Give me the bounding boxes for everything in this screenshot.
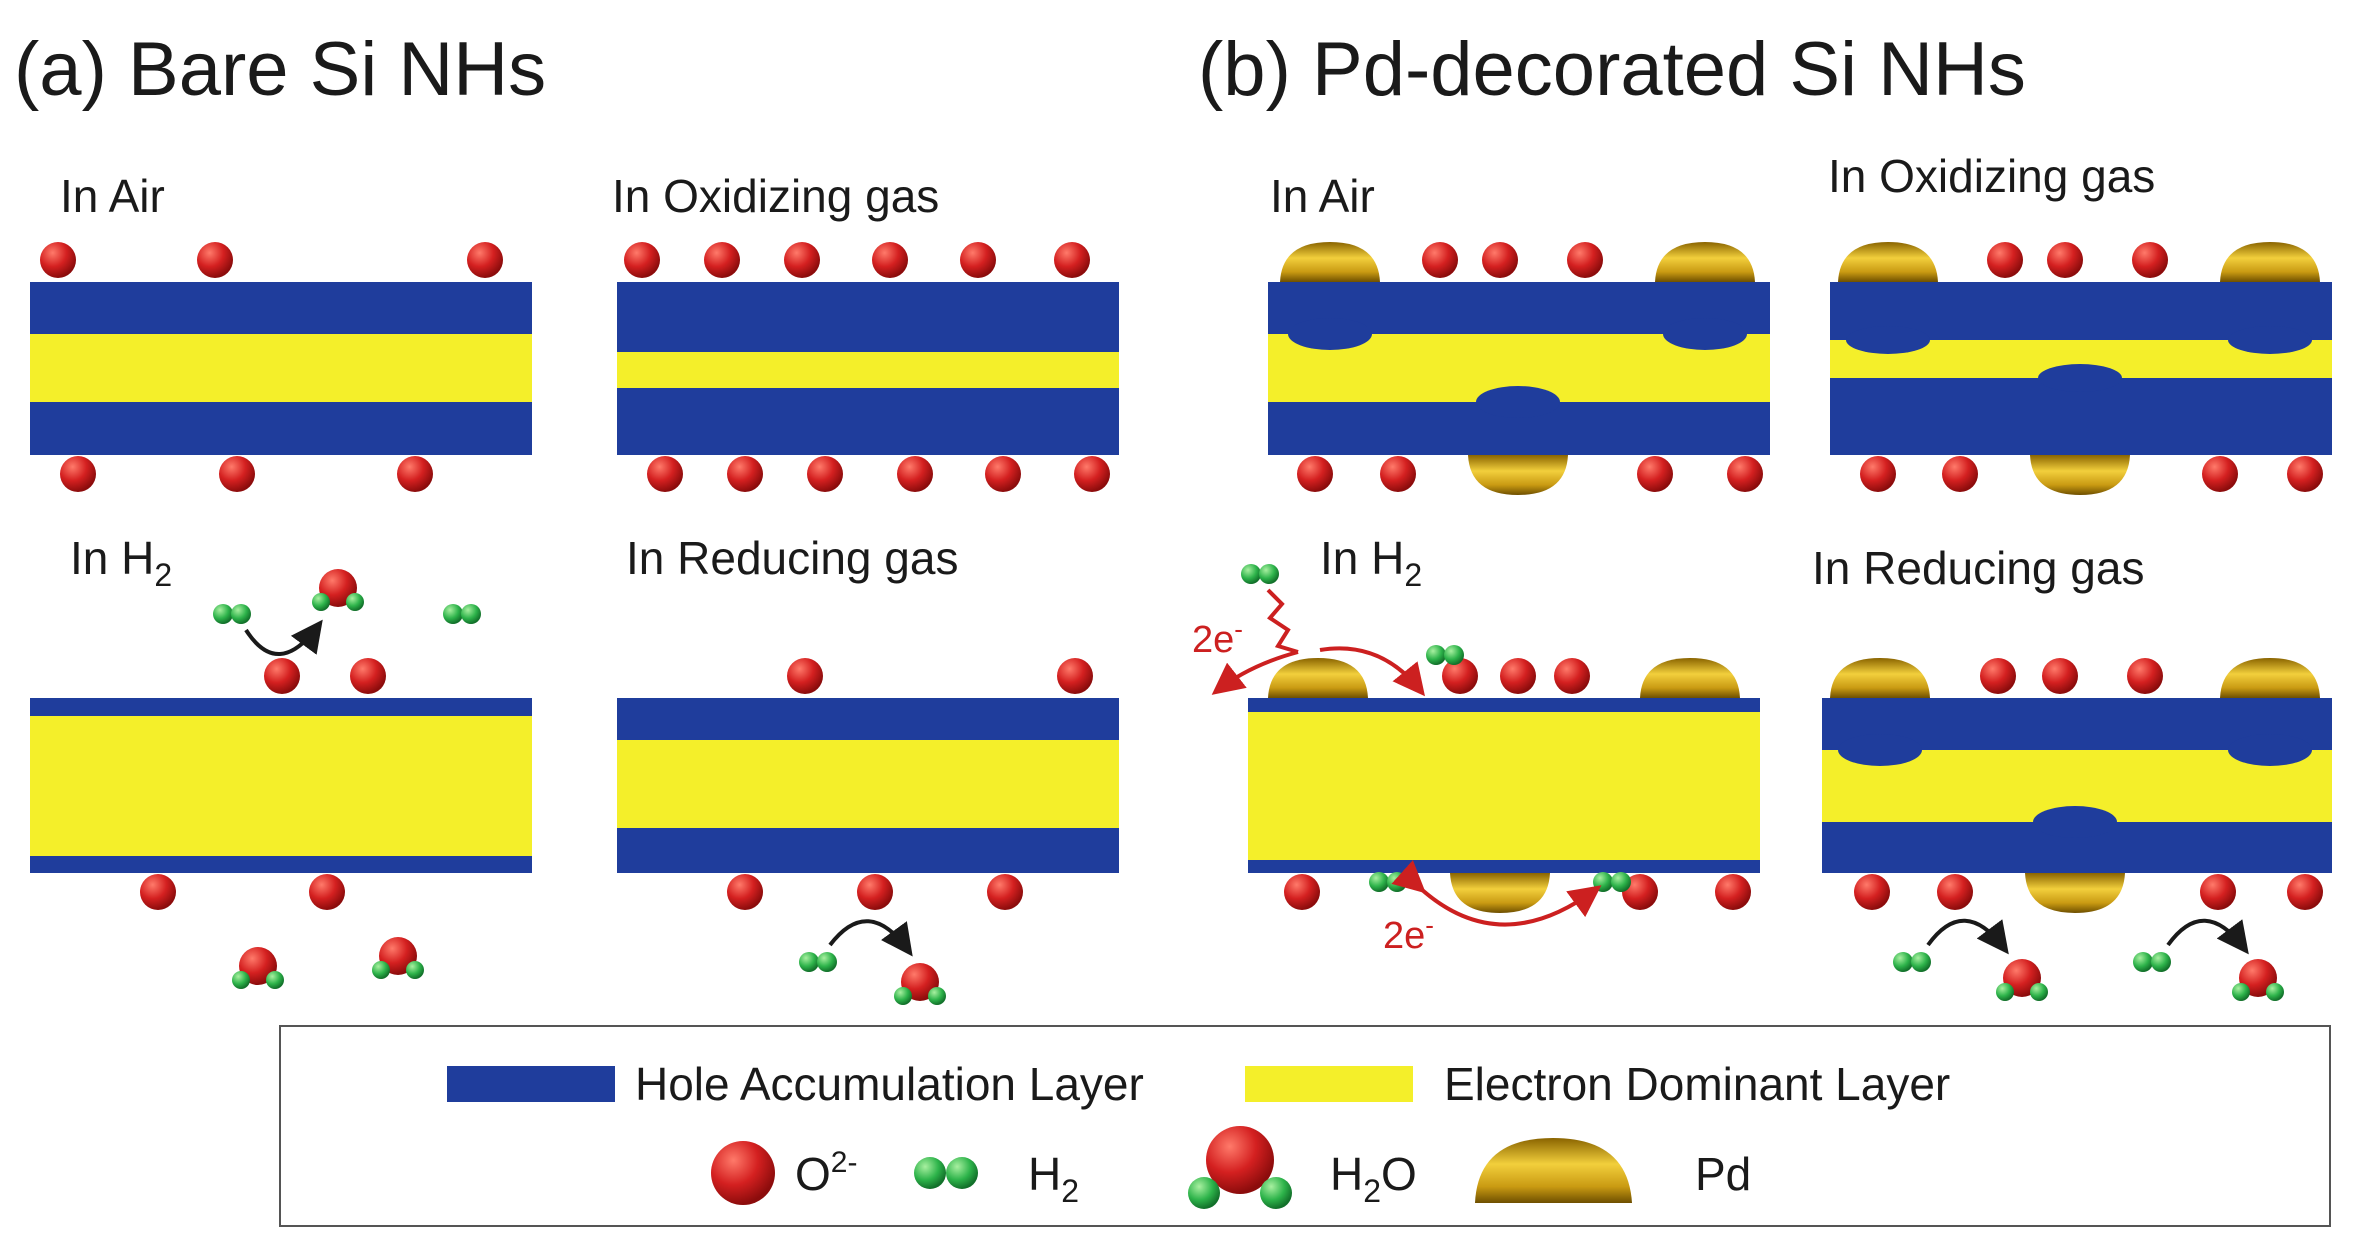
legend-electron-layer-label: Electron Dominant Layer bbox=[1444, 1058, 1950, 1110]
b-reducing-label: In Reducing gas bbox=[1812, 542, 2144, 594]
b-h2-label: In H2 bbox=[1320, 532, 1422, 593]
a-oxidizing-nanosheet bbox=[617, 282, 1119, 455]
b-oxidizing-oxygen-ions bbox=[1860, 242, 2323, 492]
a-reducing-nanosheet bbox=[617, 698, 1119, 873]
legend: Hole Accumulation Layer Electron Dominan… bbox=[279, 1025, 2331, 1227]
b-h2-electron-label-bottom: 2e- bbox=[1383, 910, 1434, 957]
a-reducing-molecules bbox=[727, 658, 1093, 1005]
legend-h2-label: H2 bbox=[1028, 1148, 1079, 1209]
b-air-oxygen-ions bbox=[1297, 242, 1763, 492]
legend-oxygen-ion-icon bbox=[711, 1141, 775, 1205]
legend-hole-layer-swatch bbox=[447, 1066, 615, 1102]
a-oxidizing-label: In Oxidizing gas bbox=[612, 170, 939, 222]
b-oxidizing-label: In Oxidizing gas bbox=[1828, 150, 2155, 202]
panel-a-title: (a) Bare Si NHs bbox=[14, 27, 546, 112]
legend-h2-icon bbox=[914, 1157, 978, 1189]
b-h2-nanosheet bbox=[1248, 698, 1760, 873]
b-h2-molecules bbox=[1241, 564, 1751, 910]
legend-hole-layer-label: Hole Accumulation Layer bbox=[635, 1058, 1144, 1110]
b-reducing-nanosheet bbox=[1822, 698, 2332, 873]
b-h2-electron-label-top: 2e- bbox=[1192, 614, 1243, 661]
b-oxidizing-nanosheet bbox=[1830, 282, 2332, 455]
a-oxidizing-oxygen-ions bbox=[624, 242, 1110, 492]
a-h2-nanosheet bbox=[30, 698, 532, 873]
legend-electron-layer-swatch bbox=[1245, 1066, 1413, 1102]
a-h2-label: In H2 bbox=[70, 532, 172, 593]
legend-h2o-label: H2O bbox=[1330, 1148, 1417, 1209]
a-h2-molecules bbox=[140, 569, 481, 989]
b-reducing-molecules bbox=[1854, 658, 2323, 1001]
a-reducing-label: In Reducing gas bbox=[626, 532, 958, 584]
b-air-label: In Air bbox=[1270, 170, 1375, 222]
legend-pd-icon bbox=[1475, 1138, 1632, 1203]
a-air-oxygen-ions bbox=[40, 242, 503, 492]
legend-pd-label: Pd bbox=[1695, 1148, 1751, 1200]
b-air-pd-nanoparticles bbox=[1280, 242, 1755, 495]
panel-b-title: (b) Pd-decorated Si NHs bbox=[1198, 27, 2026, 112]
a-air-label: In Air bbox=[60, 170, 165, 222]
b-h2-electron-transfer-arrows bbox=[1211, 588, 1602, 927]
b-oxidizing-pd-nanoparticles bbox=[1838, 242, 2320, 495]
a-air-nanosheet bbox=[30, 282, 532, 455]
legend-h2o-icon bbox=[1188, 1126, 1292, 1209]
b-reducing-pd-nanoparticles bbox=[1830, 658, 2320, 913]
legend-oxygen-ion-label: O2- bbox=[795, 1146, 857, 1200]
b-air-nanosheet bbox=[1268, 282, 1770, 455]
